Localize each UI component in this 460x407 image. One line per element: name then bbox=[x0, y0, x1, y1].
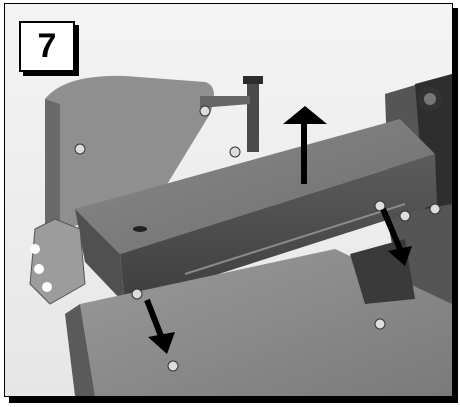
bolt-7 bbox=[374, 318, 386, 330]
gear-tooth-3 bbox=[42, 282, 52, 292]
frame-shadow-right bbox=[452, 8, 458, 403]
step-number: 7 bbox=[37, 27, 57, 65]
gear-tooth-1 bbox=[30, 244, 40, 254]
left-gear-plate bbox=[29, 218, 86, 305]
bolt-9 bbox=[429, 203, 441, 215]
left-shield-edge bbox=[45, 99, 60, 234]
arrow-up-icon bbox=[283, 106, 327, 184]
bolt-1 bbox=[199, 105, 211, 117]
beam-end bbox=[75, 209, 125, 304]
bolt-2 bbox=[229, 146, 241, 158]
left-shield bbox=[45, 75, 214, 234]
arrow-down-icon bbox=[144, 298, 175, 354]
arrow-down-right-icon bbox=[380, 207, 412, 266]
figure-frame: 7 bbox=[4, 3, 453, 397]
bolt-4 bbox=[131, 288, 143, 300]
beam-slot bbox=[133, 226, 147, 232]
rear-arm bbox=[200, 96, 250, 108]
right-knob-inner bbox=[424, 93, 436, 105]
rear-post-cap bbox=[243, 76, 263, 84]
bolt-5 bbox=[374, 200, 386, 212]
bolt-8 bbox=[167, 360, 179, 372]
machine-assembly-photo bbox=[5, 4, 452, 396]
gear-tooth-2 bbox=[34, 264, 44, 274]
bolt-6 bbox=[399, 210, 411, 222]
bolt-3 bbox=[74, 143, 86, 155]
step-number-badge: 7 bbox=[19, 21, 75, 72]
beam-front bbox=[120, 154, 437, 304]
beam-seam bbox=[184, 203, 406, 275]
frame-shadow-bottom bbox=[9, 396, 458, 403]
lower-table-edge bbox=[65, 304, 95, 396]
lower-table bbox=[80, 249, 452, 396]
rear-post bbox=[247, 82, 259, 152]
beam-top bbox=[75, 119, 435, 254]
